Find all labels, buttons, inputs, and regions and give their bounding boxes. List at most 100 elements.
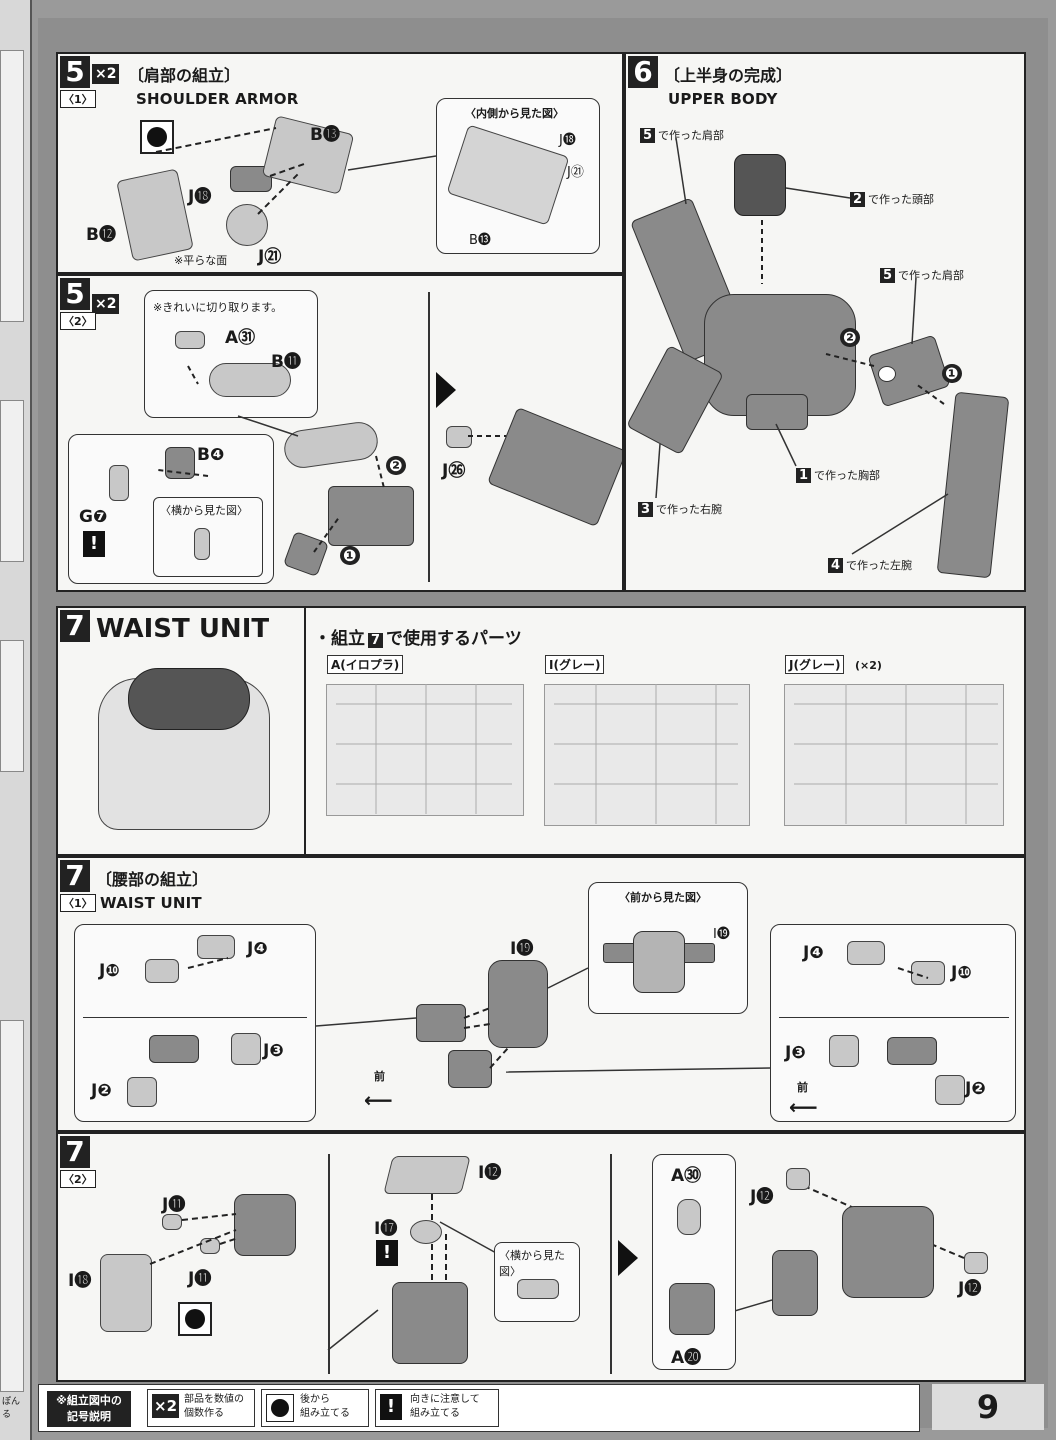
step-number: 7 <box>60 860 90 892</box>
part-j11-b <box>200 1238 220 1254</box>
part-hip-block <box>234 1194 296 1256</box>
edge-tab <box>0 50 24 322</box>
step1-marker: ❶ <box>340 546 360 565</box>
assembly-arrows <box>187 957 929 1073</box>
label-a30: A㉚ <box>671 1166 702 1186</box>
margin-text: ぽん る <box>2 1397 21 1420</box>
label-i17: I⓱ <box>374 1219 398 1239</box>
label-i19: I⓳ <box>510 939 534 959</box>
label-a31: A㉛ <box>225 328 256 348</box>
label-j4: J❹ <box>247 939 268 959</box>
part-shoulder-base <box>328 486 414 546</box>
inside-view-inset: 〈内側から見た図〉 J⓲ J㉑ B⓭ <box>436 98 600 254</box>
step7-1-panel: 7 〈1〉 〔腰部の組立〕 WAIST UNIT J❿ J❹ J❸ J❷ I⓳ … <box>56 856 1026 1132</box>
label-j10-right: J❿ <box>951 963 972 983</box>
attach-later-icon <box>140 120 174 154</box>
attach-later-icon <box>178 1302 212 1336</box>
step2-marker: ❷ <box>840 328 860 347</box>
label-j12-a: J⓬ <box>750 1187 774 1207</box>
attach-later-icon <box>266 1394 294 1422</box>
legend-item-text: 後から組み立てる <box>300 1394 350 1419</box>
part-a31 <box>175 331 205 349</box>
waist-preview: 7 WAIST UNIT <box>58 608 306 854</box>
legend-item-attach-later: 後から組み立てる <box>261 1389 369 1427</box>
label-b12: B⓬ <box>86 225 116 245</box>
part-j2-right <box>935 1075 965 1105</box>
legend-item-text: 向きに注意して組み立てる <box>410 1394 480 1419</box>
runner-j: J(グレー) (×2) <box>784 655 1004 826</box>
multiplier-badge: ×2 <box>92 64 120 84</box>
front-arrow-icon-right: ⟵ <box>789 1095 818 1119</box>
label-j2: J❷ <box>91 1081 112 1101</box>
part-j4 <box>197 935 235 959</box>
legend-item-multiply: ×2 部品を数値の個数作る <box>147 1389 255 1427</box>
step-title: WAIST UNIT <box>96 614 270 644</box>
label-g7: G❼ <box>79 507 108 527</box>
part-g7-side <box>194 528 210 560</box>
step7-2-panel: 7 〈2〉 J⓫ J⓫ I⓲ I⓬ I⓱ ! 〈横から見た図〉 <box>56 1132 1026 1382</box>
step-sub: 〈1〉 <box>60 894 96 912</box>
waist-illustration-top <box>128 668 250 730</box>
left-subassembly-inset: J❿ J❹ J❸ J❷ <box>74 924 316 1122</box>
part-i19 <box>488 960 548 1048</box>
part-waist-assembled <box>842 1206 934 1298</box>
assembly-arrows <box>157 365 506 553</box>
edge-tab <box>0 400 24 562</box>
orientation-warning-icon: ! <box>380 1394 402 1420</box>
part-j3-right <box>829 1035 859 1067</box>
front-label-right: 前 <box>797 1081 808 1094</box>
label-j11-a: J⓫ <box>162 1195 186 1215</box>
part-j4-right <box>847 941 885 965</box>
assembly-arrows <box>655 137 949 555</box>
previous-page-edge <box>0 0 32 1440</box>
legend-item-orientation: ! 向きに注意して組み立てる <box>375 1389 499 1427</box>
part-a20-placed <box>772 1250 818 1316</box>
inset-title: 〈内側から見た図〉 <box>465 107 564 120</box>
trim-note-inset: ※きれいに切り取ります。 A㉛ B⓫ <box>144 290 318 418</box>
part-a20 <box>669 1283 715 1335</box>
label-j3-right: J❸ <box>785 1043 806 1063</box>
part-i12 <box>383 1156 471 1194</box>
trim-note: ※きれいに切り取ります。 <box>153 301 283 314</box>
label-i12: I⓬ <box>478 1163 502 1183</box>
label-j3: J❸ <box>263 1041 284 1061</box>
orientation-warning-icon: ! <box>376 1240 398 1266</box>
part-waist-core <box>392 1282 468 1364</box>
part-a30 <box>677 1199 701 1235</box>
part-i18 <box>100 1254 152 1332</box>
front-view-inset: 〈前から見た図〉 I⓳ <box>588 882 748 1014</box>
part-j2 <box>127 1077 157 1107</box>
legend-item-text: 部品を数値の個数作る <box>184 1394 244 1419</box>
runner-a: A(イロプラ) <box>326 655 524 816</box>
step2-marker: ❷ <box>386 456 406 475</box>
divider <box>610 1154 612 1374</box>
assembly-arrows <box>155 127 437 215</box>
label-a20: A⓴ <box>671 1348 702 1368</box>
step-title-en: UPPER BODY <box>668 90 778 108</box>
step-number: 5 <box>60 278 90 310</box>
step-number: 6 <box>628 56 658 88</box>
runner-j-mult: (×2) <box>855 659 882 672</box>
side-view-part <box>517 1279 559 1299</box>
label-b4: B❹ <box>197 445 225 465</box>
step-number: 7 <box>60 610 90 642</box>
side-view-title: 〈横から見た図〉 <box>499 1249 565 1278</box>
runner-j-label: J(グレー) <box>785 655 845 674</box>
part-waist-joint-right <box>887 1037 937 1065</box>
inset-label-j18: J⓲ <box>559 133 576 148</box>
part-j12-b <box>964 1252 988 1274</box>
part-hip-right <box>448 1050 492 1088</box>
result-arrow-icon <box>436 372 456 408</box>
flat-surface-note: ※平らな面 <box>174 254 228 267</box>
edge-tab <box>0 1020 24 1392</box>
step5-2-panel: 5 ×2 〈2〉 ※きれいに切り取ります。 A㉛ B⓫ ❷ ❶ B❹ G❼ ! … <box>56 274 624 592</box>
multiplier-badge: ×2 <box>92 294 120 314</box>
step5-1-panel: 5 ×2 〈1〉 〔肩部の組立〕 SHOULDER ARMOR B⓭ J⓲ B⓬… <box>56 52 624 274</box>
step-title-jp: 〔上半身の完成〕 <box>664 66 793 85</box>
step-title-jp: 〔肩部の組立〕 <box>128 66 241 85</box>
orientation-warning-icon: ! <box>83 531 105 557</box>
